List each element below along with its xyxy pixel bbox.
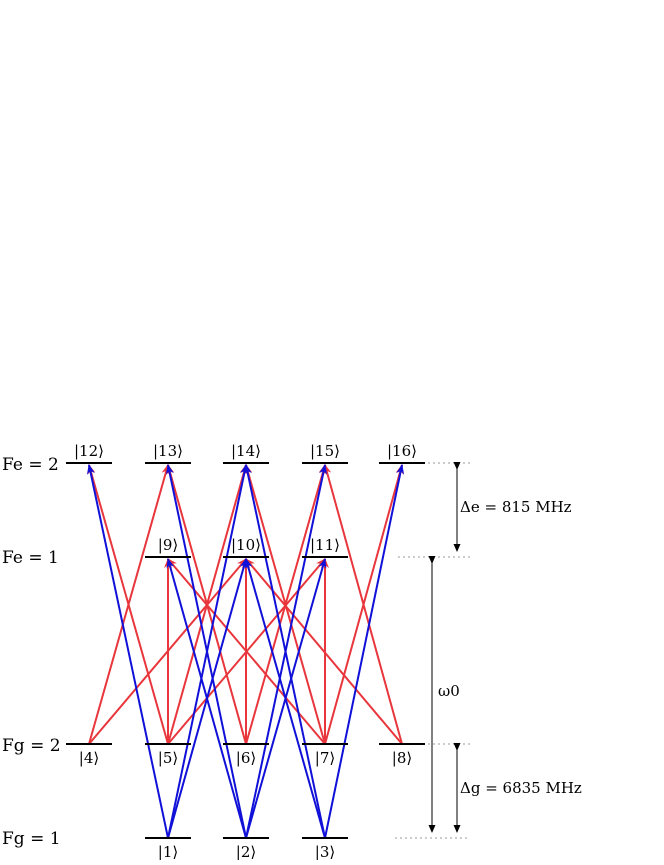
state-label-9: |9⟩ — [158, 536, 178, 554]
manifold-label-fe2: Fe = 2 — [2, 455, 59, 475]
state-label-13: |13⟩ — [153, 442, 183, 460]
levels — [66, 462, 425, 839]
blue-transitions — [86, 464, 405, 839]
blue-transition-2-to-13 — [165, 464, 247, 839]
blue-transition-3-to-14 — [243, 464, 326, 839]
state-label-2: |2⟩ — [236, 843, 256, 860]
state-label-3: |3⟩ — [315, 843, 335, 860]
manifold-label-fg2: Fg = 2 — [2, 736, 61, 756]
state-label-11: |11⟩ — [310, 536, 340, 554]
state-label-7: |7⟩ — [315, 749, 335, 767]
state-label-6: |6⟩ — [236, 749, 256, 767]
state-label-12: |12⟩ — [74, 442, 104, 460]
manifold-label-fe1: Fe = 1 — [2, 548, 59, 568]
red-transition-8-to-15 — [323, 464, 403, 745]
state-labels: |1⟩ |2⟩ |3⟩ |4⟩ |5⟩ |6⟩ |7⟩ |8⟩ |9⟩ |10⟩ |11⟩ |12⟩ |… — [74, 442, 417, 861]
state-label-5: |5⟩ — [158, 749, 178, 767]
blue-transition-3-to-10 — [244, 558, 326, 839]
red-transitions — [87, 464, 404, 745]
red-transition-5-to-12 — [87, 464, 169, 745]
blue-transition-1-to-12 — [86, 464, 169, 839]
state-label-1: |1⟩ — [158, 843, 178, 860]
blue-transition-3-to-16 — [324, 464, 405, 839]
state-label-15: |15⟩ — [310, 442, 340, 460]
manifold-label-fg1: Fg = 1 — [2, 829, 61, 849]
state-label-16: |16⟩ — [387, 442, 417, 460]
state-label-10: |10⟩ — [231, 536, 261, 554]
delta-g-label: Δg = 6835 MHz — [460, 779, 582, 797]
blue-transition-2-to-9 — [166, 558, 247, 839]
state-label-8: |8⟩ — [392, 749, 412, 767]
state-label-14: |14⟩ — [231, 442, 261, 460]
state-label-4: |4⟩ — [79, 749, 99, 767]
delta-e-label: Δe = 815 MHz — [460, 498, 572, 516]
omega0-label: ω0 — [438, 682, 460, 700]
